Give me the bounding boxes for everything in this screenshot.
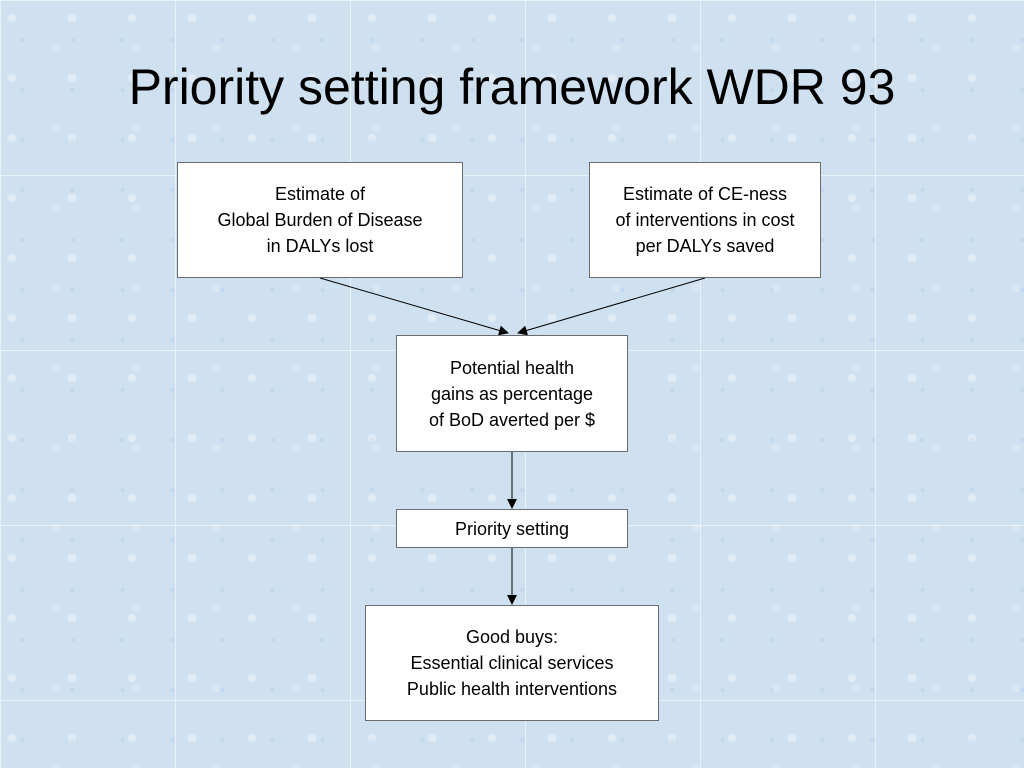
node-text-line: Public health interventions (406, 679, 618, 699)
node-potential-health-gains: Potential health gains as percentage of … (396, 335, 628, 452)
node-text-line: gains as percentage (430, 383, 594, 404)
node-text-line: Priority setting (454, 518, 570, 539)
node-text-line: Global Burden of Disease (217, 210, 423, 230)
node-text-line: Estimate of CE-ness (622, 184, 788, 204)
slide-title: Priority setting framework WDR 93 (128, 59, 896, 115)
node-good-buys: Good buys: Essential clinical services P… (365, 605, 659, 721)
node-priority-setting: Priority setting (396, 509, 628, 548)
node-text-line: Good buys: (465, 627, 559, 647)
node-text-line: of BoD averted per $ (428, 409, 596, 430)
arrow-gbd-to-gains (319, 277, 509, 336)
node-ce-ness-estimate: Estimate of CE-ness of interventions in … (589, 162, 821, 278)
node-global-burden-of-disease: Estimate of Global Burden of Disease in … (177, 162, 463, 278)
node-text-line: Estimate of (274, 184, 366, 204)
node-text-line: of interventions in cost (615, 210, 795, 230)
node-text-line: Essential clinical services (410, 653, 614, 673)
node-text-line: per DALYs saved (635, 236, 775, 256)
arrow-ce-to-gains (517, 277, 706, 336)
node-text-line: in DALYs lost (266, 236, 374, 256)
node-text-line: Potential health (449, 357, 575, 378)
